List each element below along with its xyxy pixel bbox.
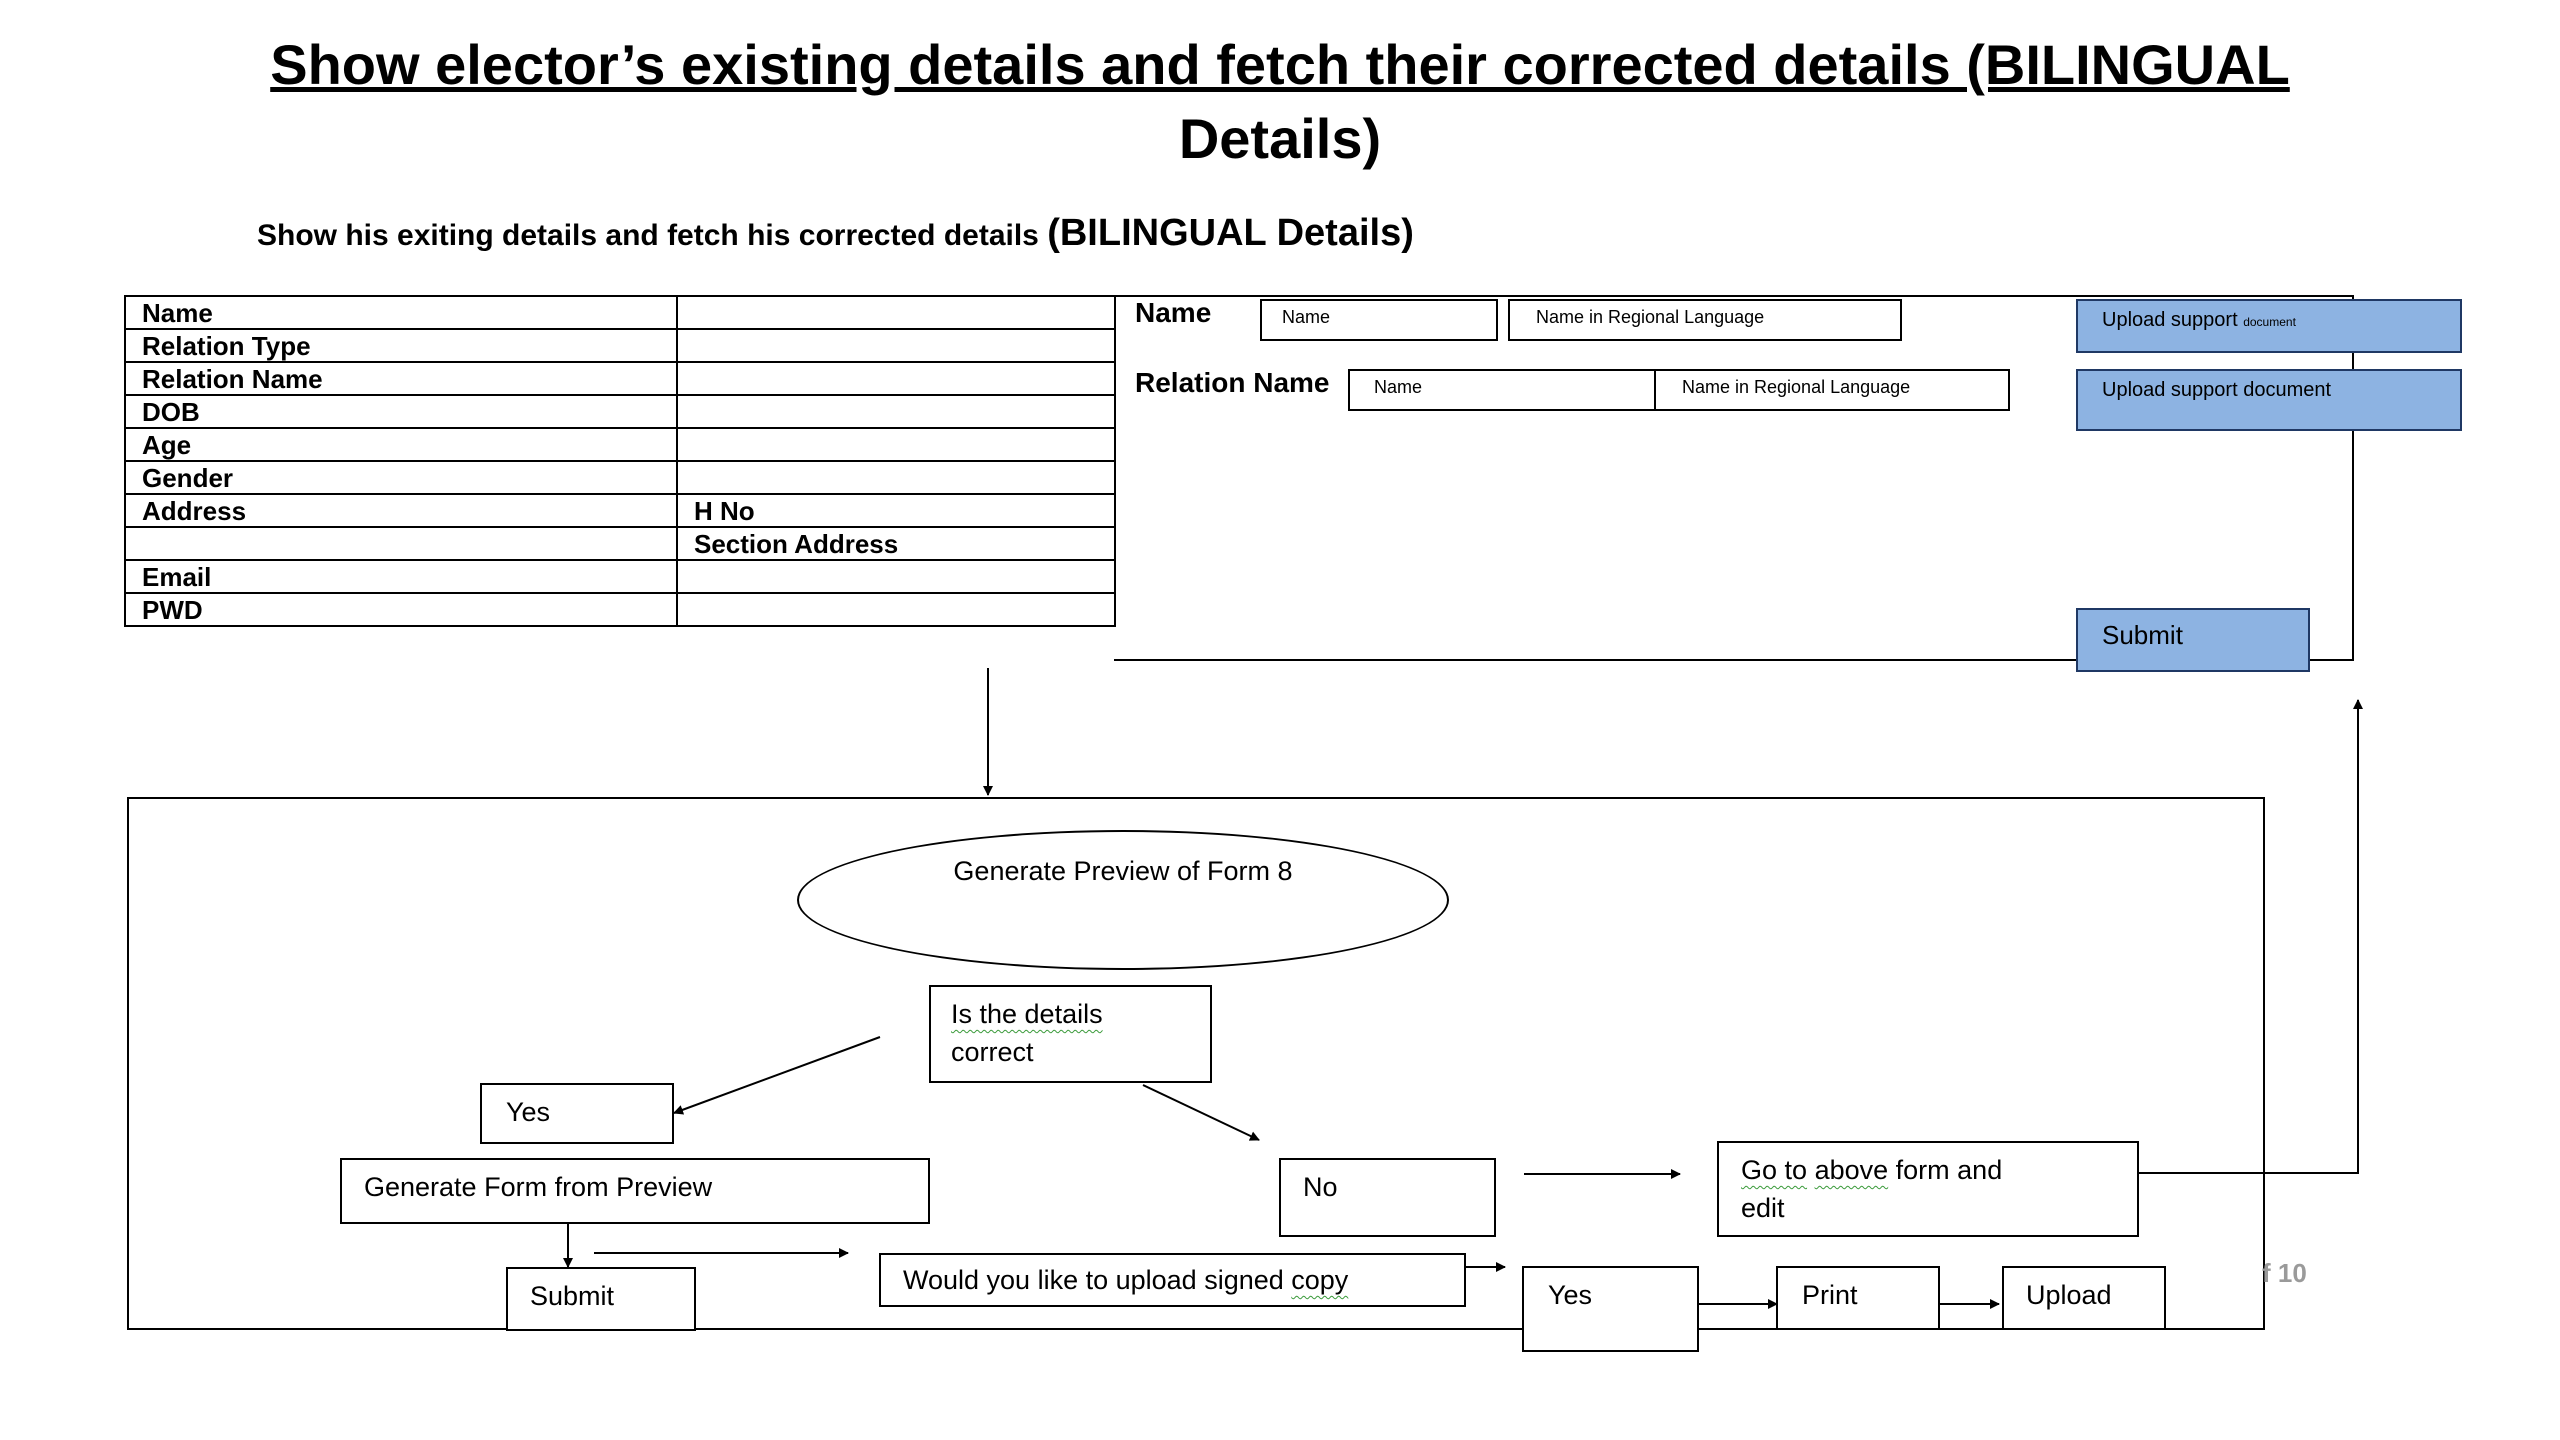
submit-node: Submit — [506, 1267, 696, 1331]
corrected-details-panel — [1114, 295, 2354, 661]
name-regional-input[interactable]: Name in Regional Language — [1508, 299, 1902, 341]
details-row-label: Relation Type — [124, 328, 678, 363]
name-label: Name — [1135, 297, 1212, 328]
no-node: No — [1279, 1158, 1496, 1237]
question-line-1: Is the details — [951, 999, 1103, 1029]
upload-node: Upload — [2002, 1266, 2166, 1330]
details-row-value — [676, 328, 1116, 363]
details-row: Relation Type — [124, 328, 1116, 363]
details-row-label: PWD — [124, 592, 678, 627]
details-row-label: Gender — [124, 460, 678, 495]
page-title-line-1: Show elector’s existing details and fetc… — [270, 33, 2290, 96]
upload-button-1-label: Upload support — [2102, 309, 2244, 331]
details-row-label — [124, 526, 678, 561]
upload-signed-copy-question-node: Would you like to upload signed copy — [879, 1253, 1466, 1307]
yes-node-2: Yes — [1522, 1266, 1699, 1352]
generate-form-node: Generate Form from Preview — [340, 1158, 930, 1224]
details-correct-question-node: Is the details correct — [929, 985, 1212, 1083]
go-to-form-node: Go to above form and edit — [1717, 1141, 2139, 1237]
upload-button-1-small-label: document — [2243, 315, 2296, 329]
details-row-value: H No — [676, 493, 1116, 528]
details-row-value — [676, 460, 1116, 495]
goto-line-2: edit — [1741, 1193, 1785, 1223]
relation-name-label: Relation Name — [1135, 367, 1330, 398]
goto-line-1: Go to above form and — [1741, 1155, 2003, 1185]
generate-preview-node: Generate Preview of Form 8 — [797, 830, 1449, 970]
details-row: Email — [124, 559, 1116, 594]
details-row-value: Section Address — [676, 526, 1116, 561]
details-row: Name — [124, 295, 1116, 330]
name-input[interactable]: Name — [1260, 299, 1498, 341]
upload-support-document-button-2[interactable]: Upload support document — [2076, 369, 2462, 431]
details-row-label: Age — [124, 427, 678, 462]
details-row-label: DOB — [124, 394, 678, 429]
details-row: DOB — [124, 394, 1116, 429]
page-title-line-2: Details) — [1178, 107, 1382, 170]
section-subtitle: Show his exiting details and fetch his c… — [257, 212, 1414, 255]
subtitle-emphasis: (BILINGUAL Details) — [1047, 212, 1414, 254]
question-line-2: correct — [951, 1037, 1034, 1067]
relation-name-regional-input[interactable]: Name in Regional Language — [1654, 369, 2010, 411]
page-number: f 10 — [2262, 1258, 2307, 1288]
details-row: Gender — [124, 460, 1116, 495]
details-row-label: Address — [124, 493, 678, 528]
details-row-value — [676, 295, 1116, 330]
details-row: PWD — [124, 592, 1116, 627]
details-row-value — [676, 559, 1116, 594]
subtitle-text: Show his exiting details and fetch his c… — [257, 219, 1048, 252]
details-row: Age — [124, 427, 1116, 462]
details-row-label: Email — [124, 559, 678, 594]
upload-support-document-button-1[interactable]: Upload support document — [2076, 299, 2462, 353]
yes-node-1: Yes — [480, 1083, 674, 1144]
details-row: Section Address — [124, 526, 1116, 561]
details-row: Relation Name — [124, 361, 1116, 396]
print-node: Print — [1776, 1266, 1940, 1330]
panel-submit-button[interactable]: Submit — [2076, 608, 2310, 672]
details-row-value — [676, 361, 1116, 396]
details-row-label: Name — [124, 295, 678, 330]
page-title: Show elector’s existing details and fetc… — [0, 28, 2560, 176]
details-row-value — [676, 592, 1116, 627]
relation-name-input[interactable]: Name — [1348, 369, 1656, 411]
details-row-label: Relation Name — [124, 361, 678, 396]
details-row-value — [676, 427, 1116, 462]
details-row-value — [676, 394, 1116, 429]
